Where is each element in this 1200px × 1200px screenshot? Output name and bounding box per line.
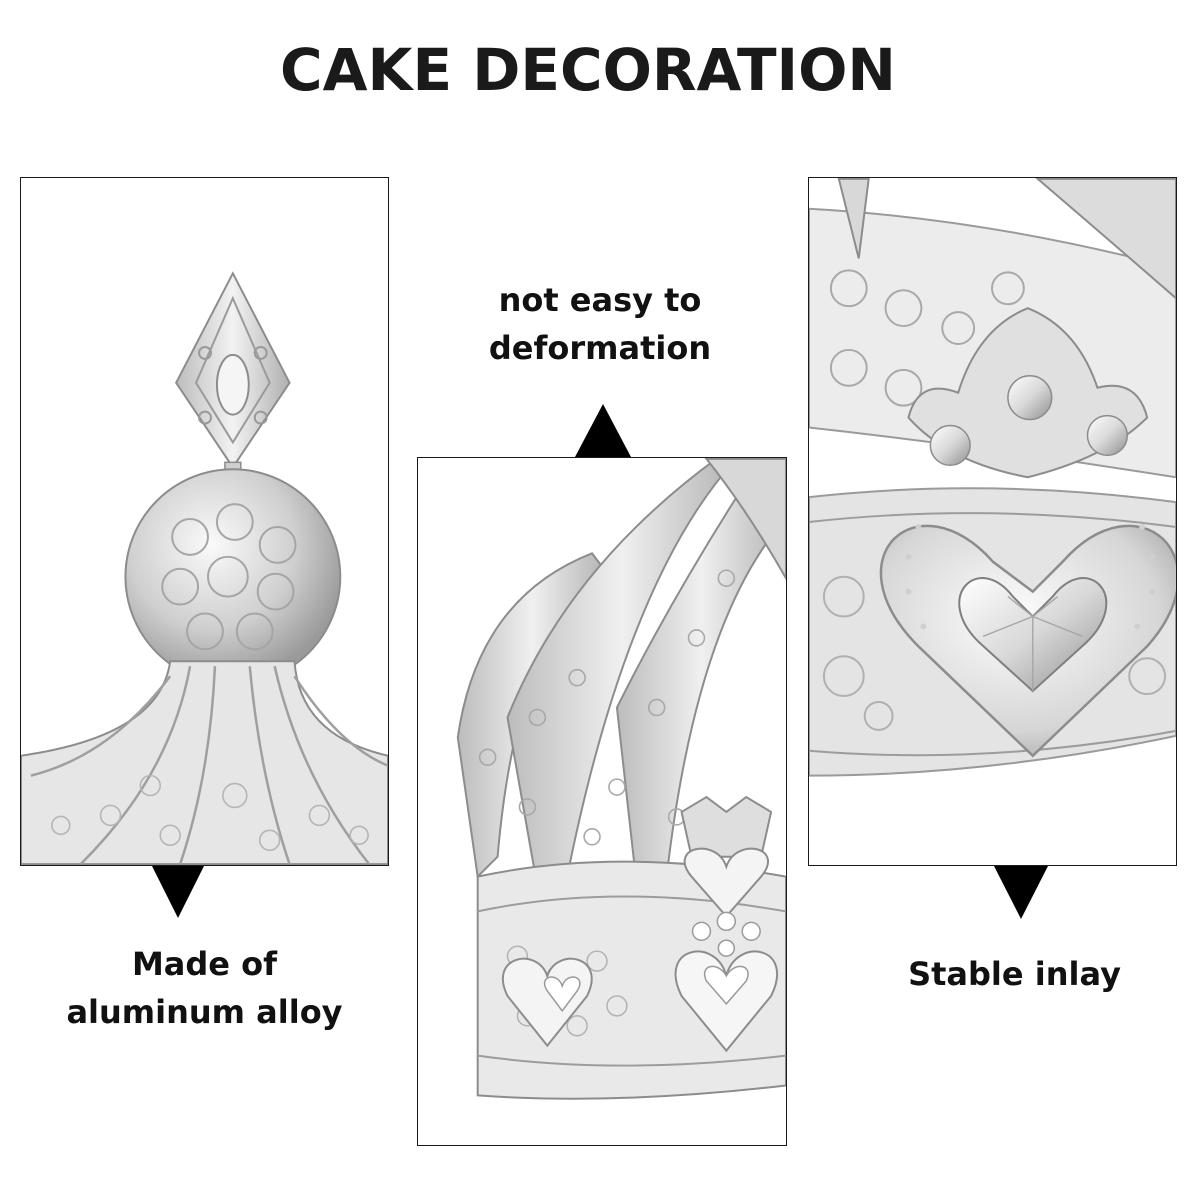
- feature-caption-durability-line2: deformation: [488, 329, 712, 367]
- finial-illustration: [21, 271, 388, 865]
- pointer-arrow-up-center: [575, 404, 631, 457]
- pointer-arrow-down-right: [994, 866, 1048, 919]
- page-title: CAKE DECORATION: [280, 36, 896, 104]
- heart-inlay-illustration: [809, 178, 1176, 777]
- crown-side-illustration: [456, 458, 786, 1100]
- product-photo-heart-inlay: [808, 177, 1177, 866]
- feature-caption-material-line2: aluminum alloy: [66, 993, 343, 1031]
- feature-caption-inlay: Stable inlay: [830, 950, 1199, 998]
- feature-caption-inlay-line1: Stable inlay: [908, 955, 1121, 993]
- product-photo-crown-side: [417, 457, 787, 1146]
- product-photo-finial: [20, 177, 389, 866]
- pointer-arrow-down-left: [152, 866, 204, 918]
- feature-caption-material-line1: Made of: [131, 945, 278, 983]
- feature-caption-durability-line1: not easy to: [498, 281, 702, 319]
- feature-caption-durability: not easy to deformation: [430, 276, 770, 372]
- feature-caption-material: Made of aluminum alloy: [20, 940, 389, 1036]
